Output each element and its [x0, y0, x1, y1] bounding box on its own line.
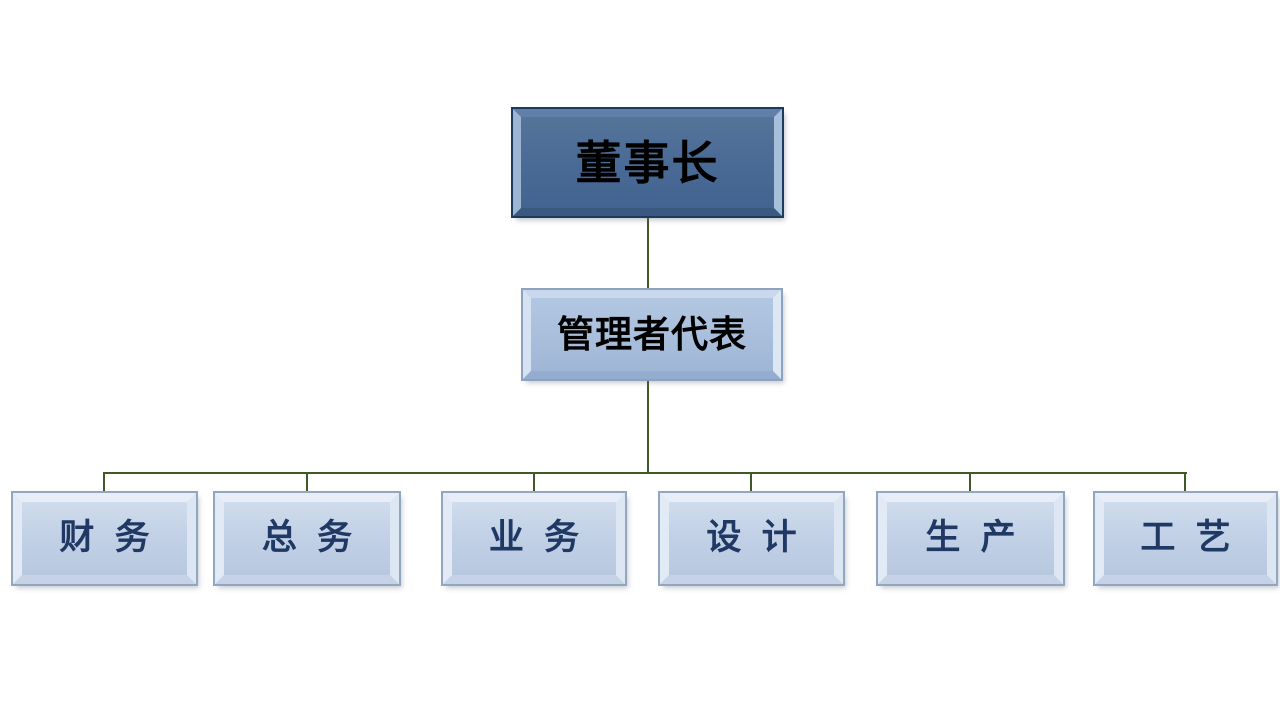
- connector-drop-general-affairs: [306, 472, 308, 494]
- node-management-representative-label: 管理者代表: [557, 313, 747, 356]
- node-production-label: 生 产: [925, 518, 1016, 558]
- connector-drop-production: [969, 472, 971, 494]
- node-business-label: 业 务: [488, 518, 580, 558]
- node-process[interactable]: 工 艺: [1093, 491, 1278, 586]
- node-process-label: 工 艺: [1140, 518, 1231, 558]
- node-design[interactable]: 设 计: [658, 491, 845, 586]
- connector-root-to-manager: [647, 216, 649, 290]
- node-management-representative[interactable]: 管理者代表: [521, 288, 783, 381]
- node-general-affairs[interactable]: 总 务: [213, 491, 401, 586]
- connector-drop-process: [1184, 472, 1186, 494]
- node-finance[interactable]: 财 务: [11, 491, 198, 586]
- node-production[interactable]: 生 产: [876, 491, 1065, 586]
- node-chairman[interactable]: 董事长: [511, 107, 784, 218]
- node-business[interactable]: 业 务: [441, 491, 627, 586]
- node-design-label: 设 计: [706, 518, 797, 558]
- node-finance-label: 财 务: [59, 518, 150, 558]
- connector-manager-to-bus: [647, 379, 649, 473]
- connector-bus-line: [103, 472, 1187, 474]
- node-general-affairs-label: 总 务: [261, 518, 353, 558]
- connector-drop-business: [533, 472, 535, 494]
- connector-drop-design: [750, 472, 752, 494]
- node-chairman-label: 董事长: [575, 135, 720, 190]
- connector-drop-finance: [103, 472, 105, 494]
